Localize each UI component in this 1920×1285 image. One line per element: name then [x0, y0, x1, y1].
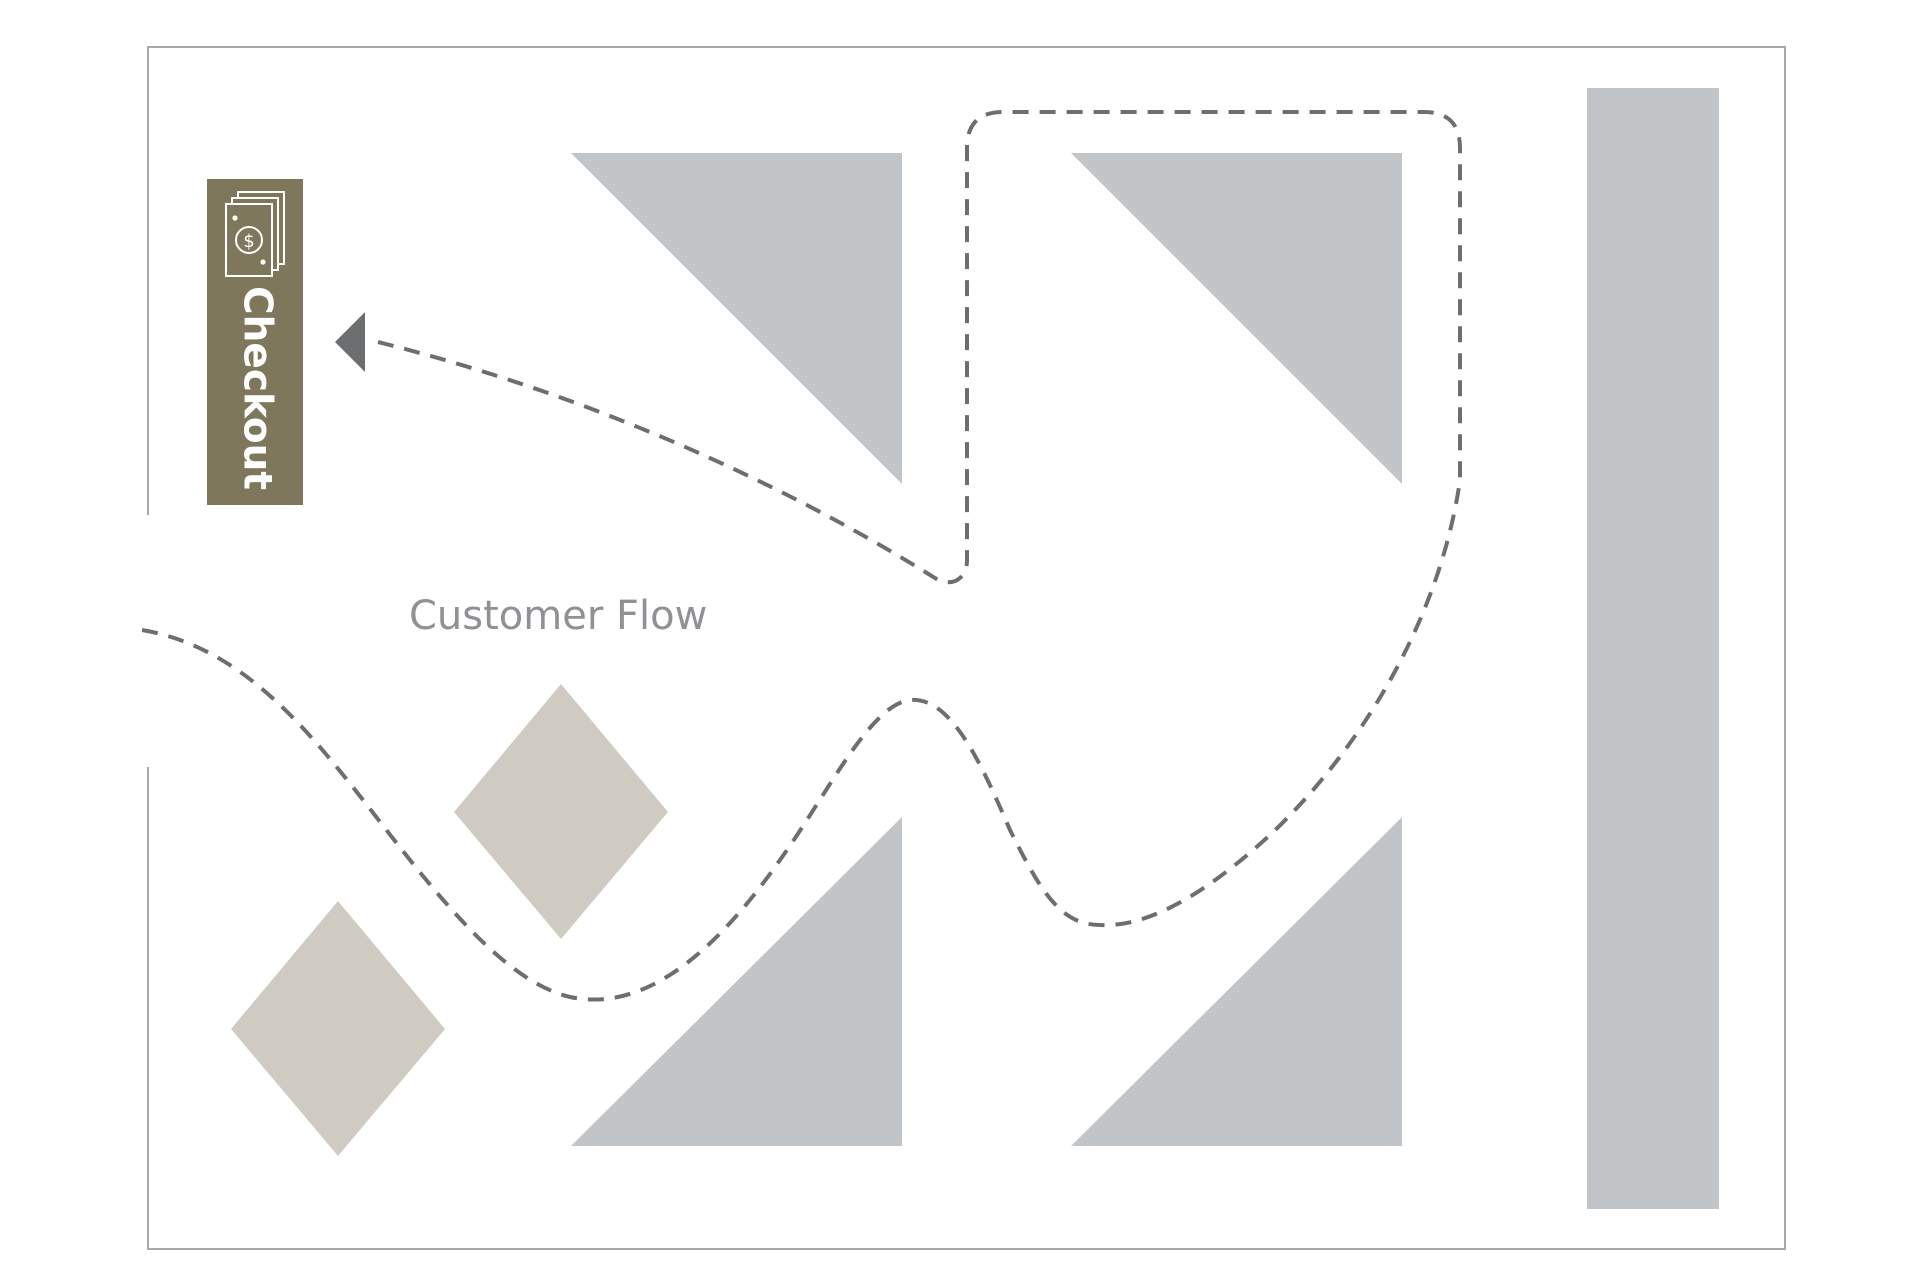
display-diamond-lower — [231, 901, 445, 1156]
checkout-label: Checkout — [235, 286, 280, 490]
svg-text:$: $ — [243, 231, 254, 252]
flow-arrow-head — [335, 312, 365, 372]
checkout-counter — [207, 179, 303, 505]
store-outline — [147, 46, 1786, 1250]
shelf-top-right — [1071, 153, 1402, 484]
customer-flow-path — [141, 110, 1462, 1002]
money-icon: $ — [225, 191, 285, 277]
shelf-top-left — [571, 153, 902, 484]
wall-shelf — [1587, 88, 1719, 1209]
shelf-bottom-left — [571, 817, 902, 1146]
display-diamond-upper — [454, 684, 668, 939]
shelf-bottom-right — [1071, 817, 1402, 1146]
diagram-title: Customer Flow — [409, 593, 707, 639]
